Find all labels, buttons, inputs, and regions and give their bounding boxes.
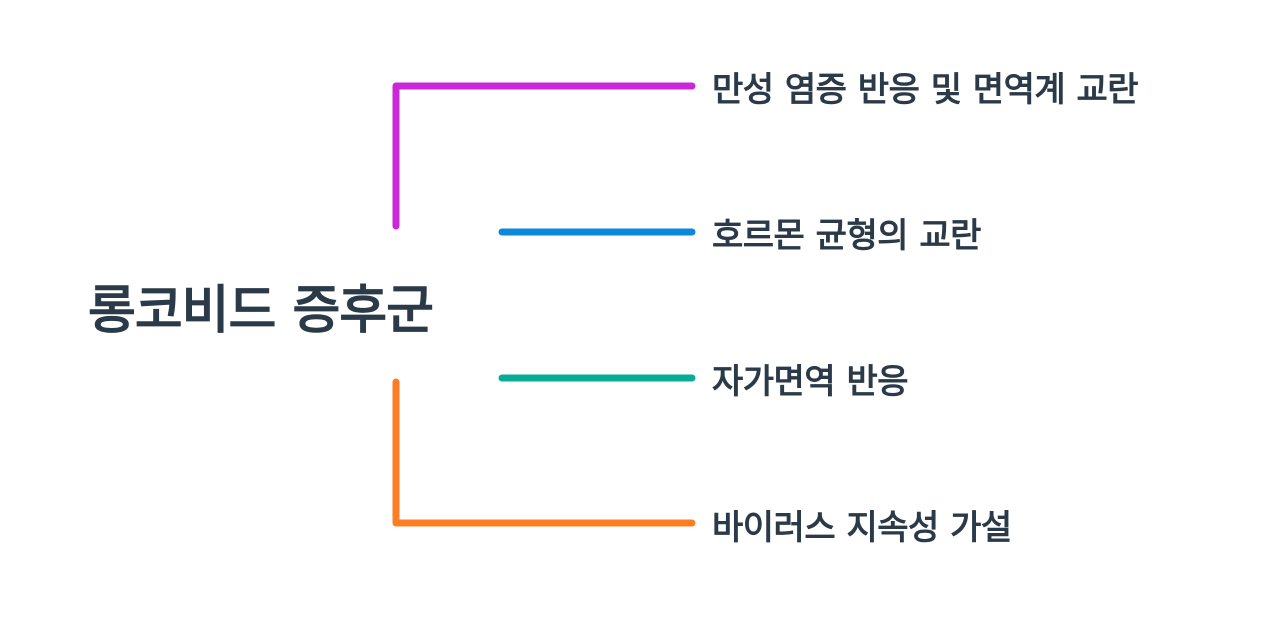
- branch-label-inflammation: 만성 염증 반응 및 면역계 교란: [712, 70, 1139, 110]
- branch-label-viral-persistence: 바이러스 지속성 가설: [712, 508, 1012, 548]
- branch-label-autoimmune: 자가면역 반응: [712, 362, 909, 402]
- branch-connector-viral-persistence: [392, 378, 696, 527]
- branch-label-hormone: 호르몬 균형의 교란: [712, 216, 981, 256]
- branch-connector-inflammation: [392, 82, 696, 230]
- root-node-title: 롱코비드 증후군: [88, 281, 434, 341]
